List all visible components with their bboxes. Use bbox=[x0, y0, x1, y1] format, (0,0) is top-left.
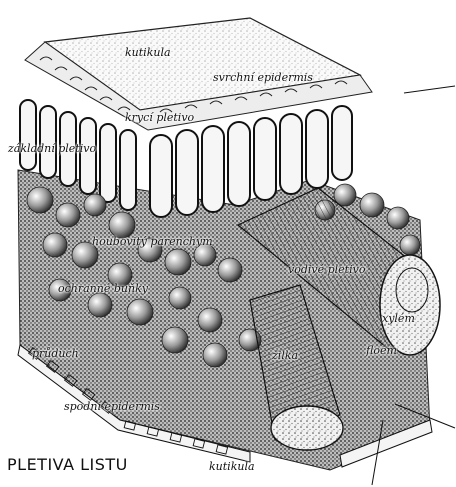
label-stoma: průduch bbox=[32, 348, 79, 359]
label-kutikula-top: kutikula bbox=[125, 47, 171, 58]
label-spongy-parenchyma: houbovitý parenchym bbox=[92, 236, 213, 247]
label-upper-epidermis: svrchní epidermis bbox=[213, 72, 313, 83]
label-covering-tissue: krycí pletivo bbox=[125, 112, 194, 123]
figure-title: PLETIVA LISTU bbox=[7, 455, 128, 474]
label-ground-tissue: základní pletivo bbox=[8, 143, 96, 154]
label-xylem: xylém bbox=[382, 313, 415, 324]
label-phloem: floém bbox=[366, 345, 397, 356]
label-lower-epidermis: spodní epidermis bbox=[64, 401, 160, 412]
label-vein: žilka bbox=[272, 350, 298, 361]
label-kutikula-bottom: kutikula bbox=[209, 461, 255, 472]
label-vascular-tissue: vodivé pletivo bbox=[288, 264, 365, 275]
label-guard-cells: ochranné buňky bbox=[58, 283, 148, 294]
